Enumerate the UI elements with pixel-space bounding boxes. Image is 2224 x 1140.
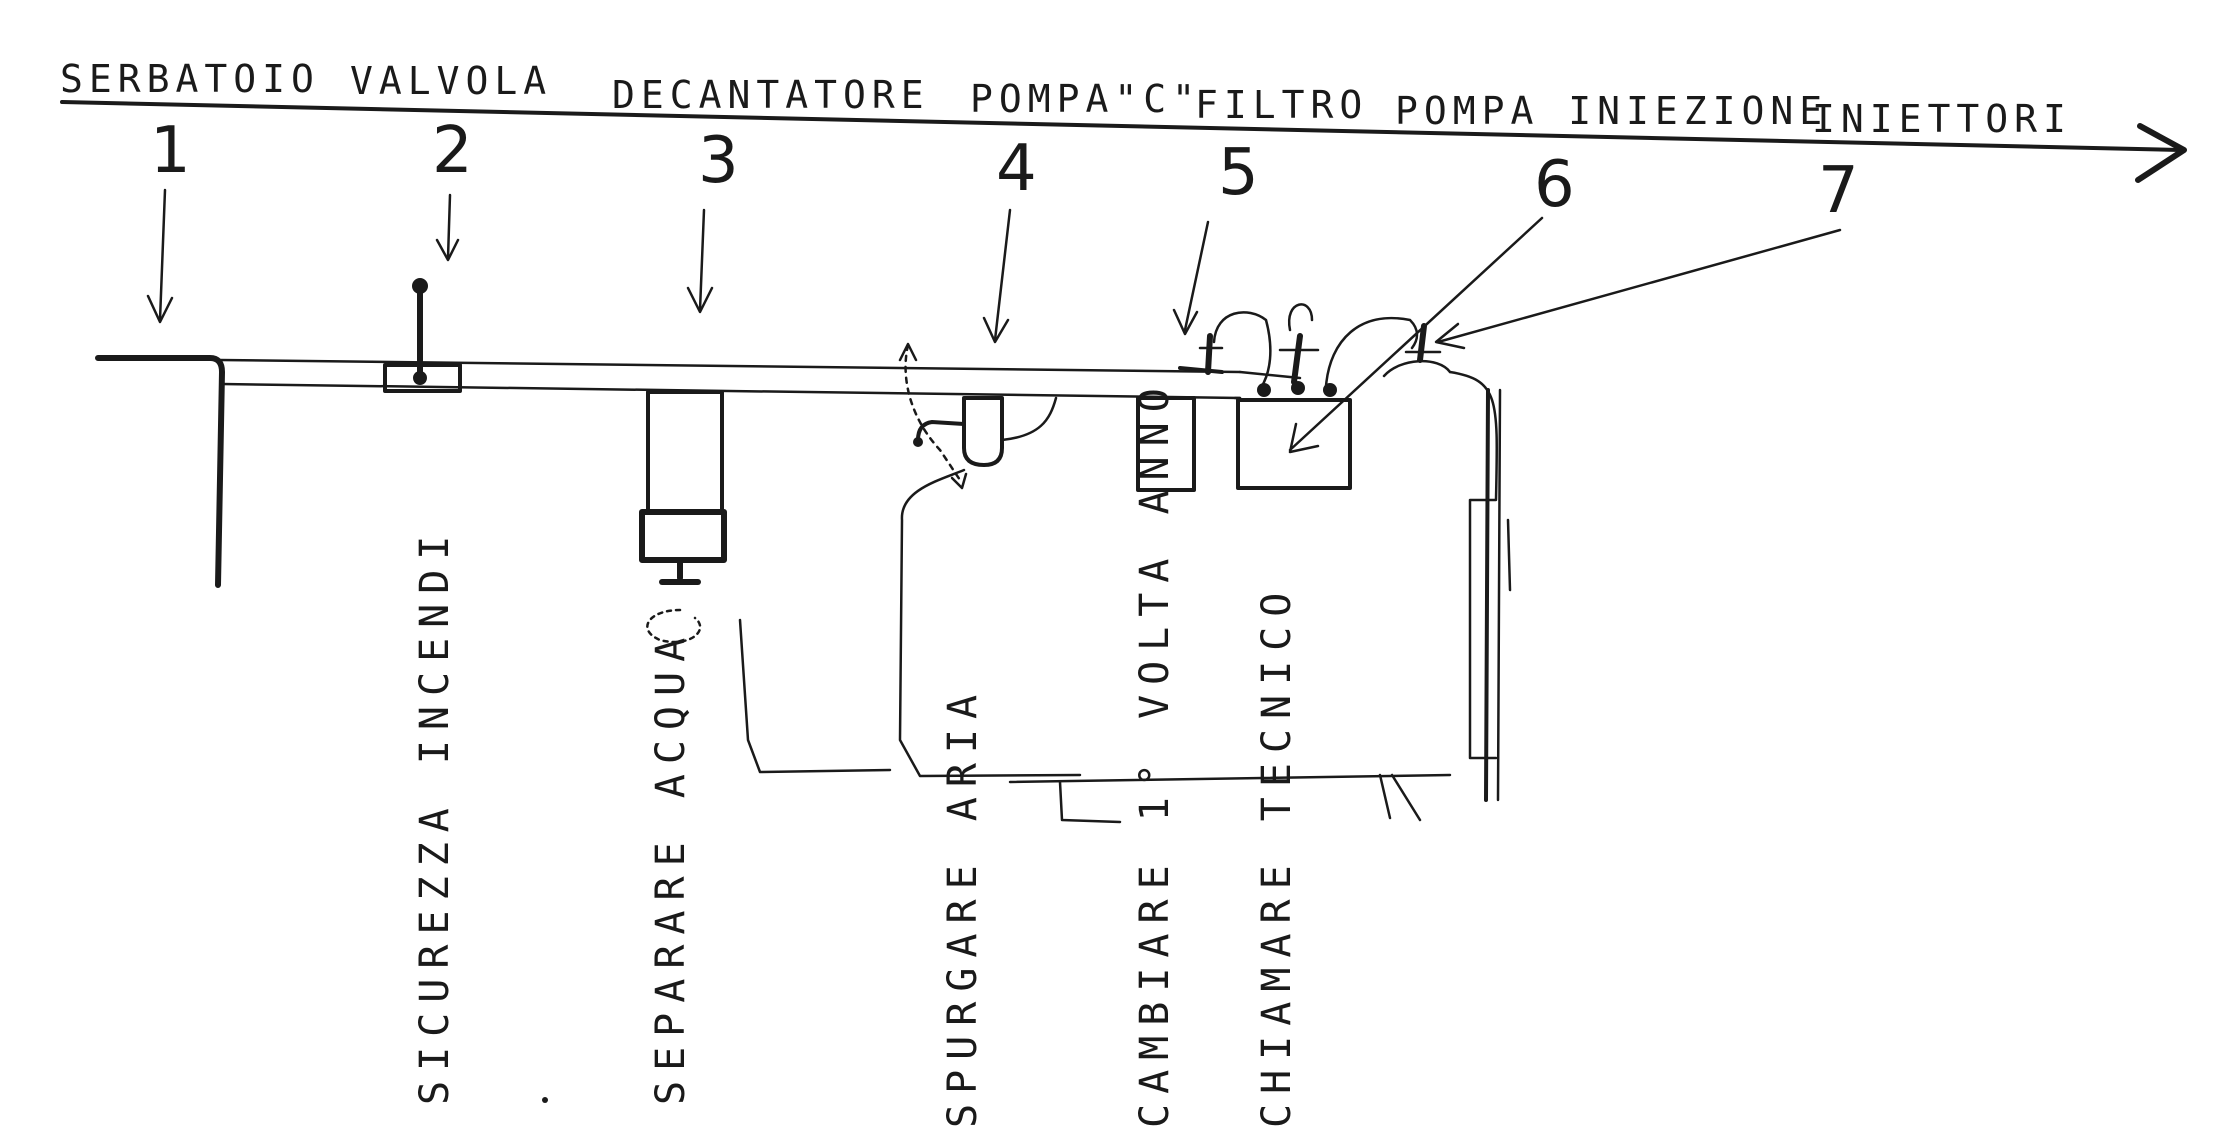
step-number-7: 7 [1818,154,1859,228]
return-lines [738,618,1452,824]
header-label-filtro: FILTRO [1195,83,1368,127]
filter [1136,333,1224,492]
header-labels: SERBATOIO VALVOLA DECANTATORE POMPA"C" F… [60,57,2072,141]
header-label-decantatore: DECANTATORE [612,73,930,117]
step-number-1: 1 [150,114,191,188]
header-label-serbatoio: SERBATOIO [60,57,320,101]
pointer-arrow-1 [146,188,174,324]
step-number-6: 6 [1534,148,1575,222]
pointer-arrow-5 [1172,220,1210,336]
step-number-5: 5 [1218,136,1259,210]
action-label-chiamare-tecnico: CHIAMARE TECNICO [1254,583,1300,1128]
step-numbers: 1 2 3 4 5 6 7 [150,114,1859,228]
tank [95,355,225,588]
valve [383,278,462,393]
pointer-arrows [146,188,1842,454]
action-label-spurgare-aria: SPURGARE ARIA [940,685,986,1128]
header-label-valvola: VALVOLA [350,59,552,103]
step-number-2: 2 [432,114,473,188]
action-label-separare-acqua: SEPARARE ACQUA [648,628,694,1105]
injection-pump [1212,303,1419,490]
pointer-arrow-3 [686,208,714,314]
pointer-arrow-2 [435,193,460,262]
header-label-iniettori: INIETTORI [1812,97,2072,141]
ink-dot [542,1097,548,1103]
flow-arrow [60,100,2187,183]
action-label-sicurezza-incendi: SICUREZZA INCENDI [412,526,458,1105]
action-labels: SICUREZZA INCENDI SEPARARE ACQUA SPURGAR… [412,378,1300,1128]
action-label-cambiare: CAMBIARE 1° VOLTA ANNO [1132,378,1178,1128]
header-label-pompa-c: POMPA"C" [970,77,1201,121]
injectors [1382,323,1512,802]
decanter [639,390,727,644]
header-label-pompa-iniezione: POMPA INIEZIONE [1395,89,1828,133]
fuel-line [218,358,1302,400]
step-number-4: 4 [996,132,1037,206]
pump-c [898,342,1082,778]
step-number-3: 3 [698,124,739,198]
pointer-arrow-4 [982,208,1012,344]
pointer-arrow-7 [1434,228,1842,350]
